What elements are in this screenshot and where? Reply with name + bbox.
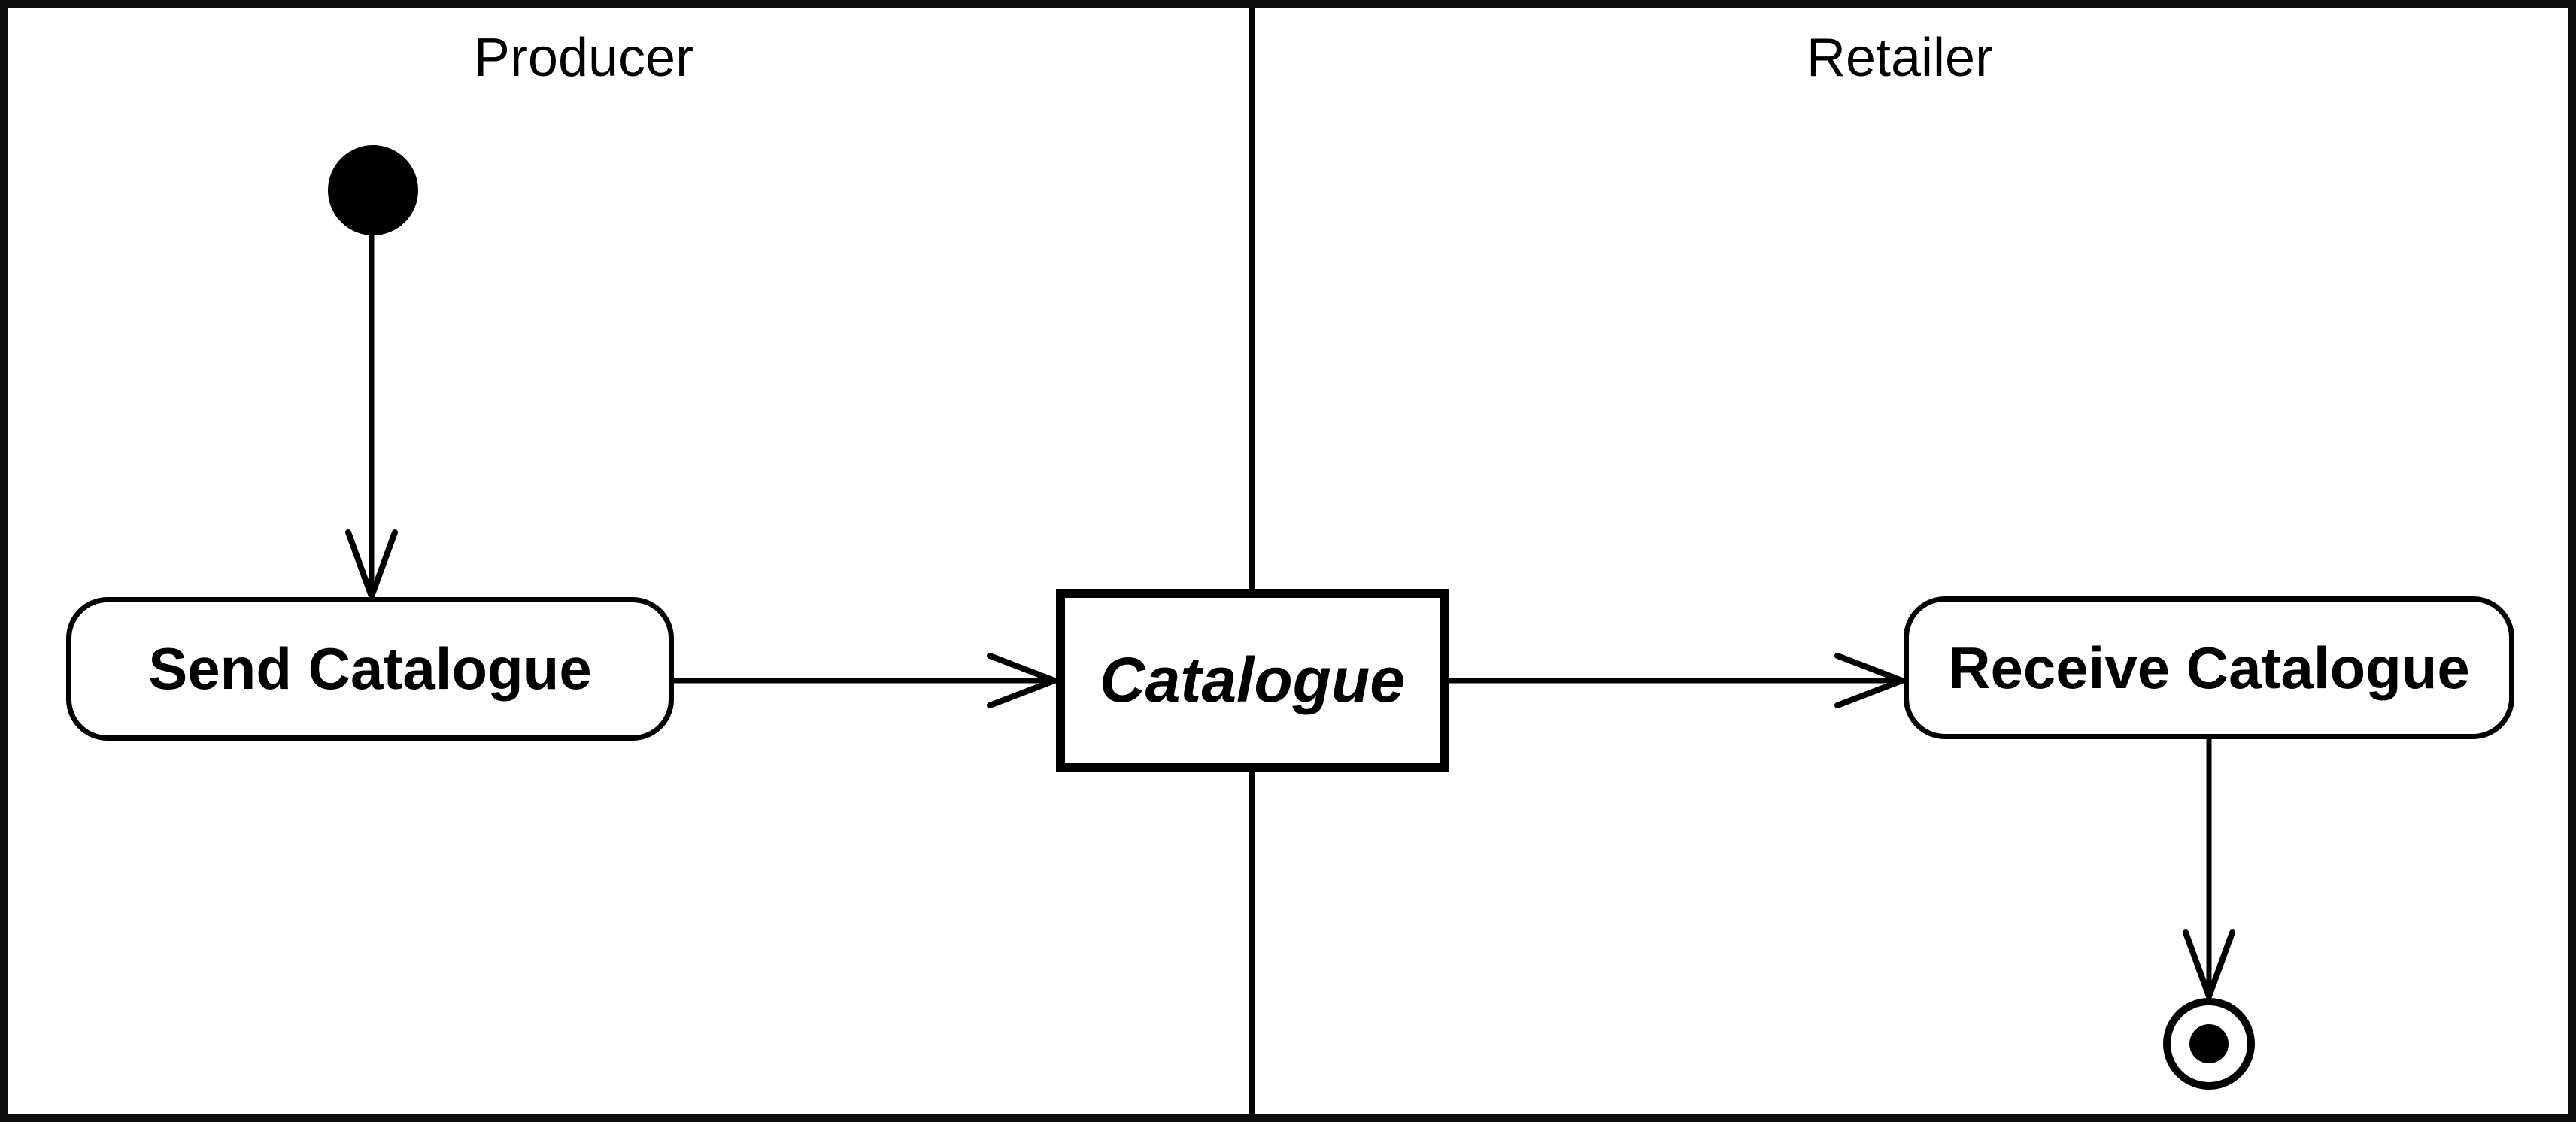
swimlane-divider [1249,6,1255,1116]
final-state-inner-dot [2189,1024,2229,1063]
edge-catalogue-to-receive [1446,653,1911,708]
edge-initial-to-send [345,231,398,605]
edge-send-to-catalogue [671,653,1063,708]
lane-label-retailer: Retailer [1806,28,1994,88]
open-arrowhead-right-icon [987,653,1063,708]
action-node-label: Send Catalogue [148,635,592,702]
open-arrowhead-down-icon [345,529,398,605]
open-arrowhead-down-icon [2183,929,2235,1005]
final-state-node [2163,998,2255,1090]
action-node-send-catalogue: Send Catalogue [66,597,674,741]
open-arrowhead-right-icon [1834,653,1911,708]
action-node-receive-catalogue: Receive Catalogue [1904,596,2514,739]
object-node-label: Catalogue [1099,644,1406,715]
object-node-catalogue: Catalogue [1056,589,1449,772]
action-node-label: Receive Catalogue [1948,634,2470,701]
lane-label-producer: Producer [473,28,694,88]
initial-state-node [328,145,418,235]
edge-receive-to-final [2183,736,2235,1005]
